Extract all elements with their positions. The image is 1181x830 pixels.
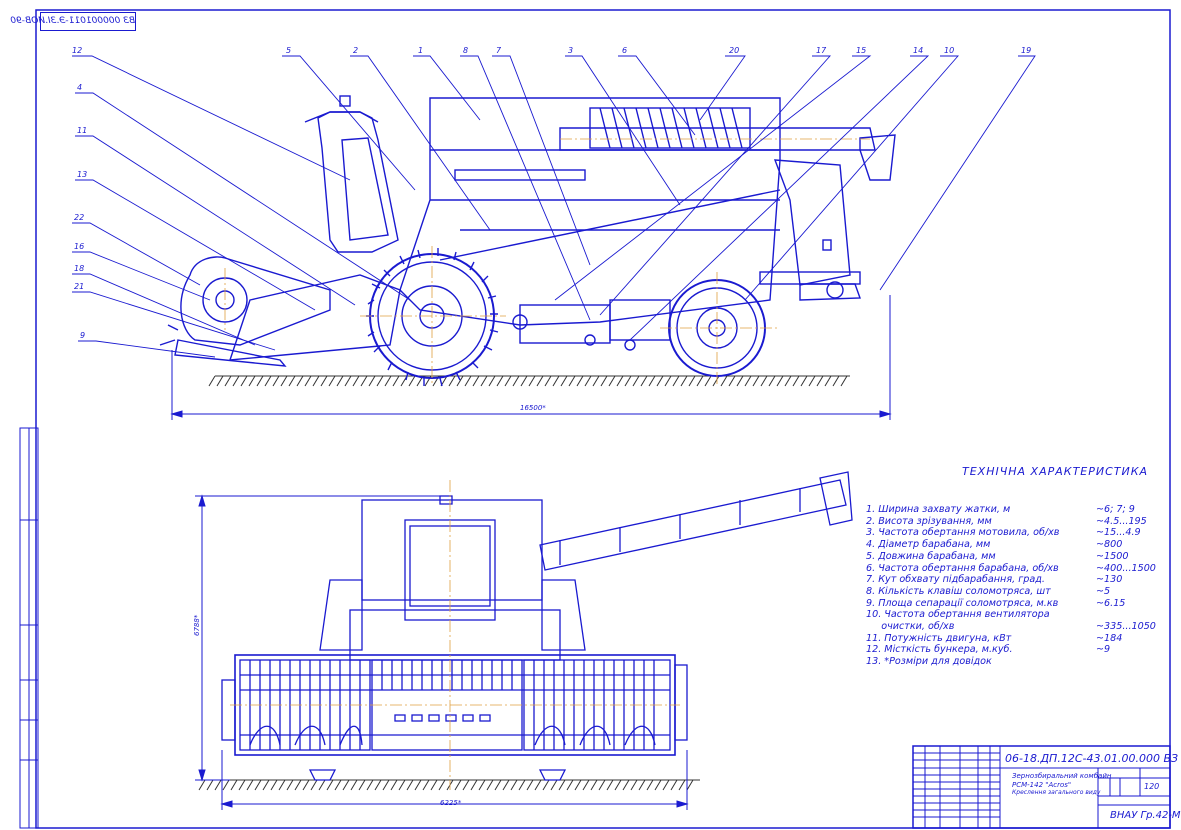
spec-value: ~4.5...195 — [1096, 515, 1147, 527]
spec-value — [1096, 609, 1166, 621]
spec-name: 8. Кількість клавіш соломотряса, шт — [866, 585, 1051, 597]
sheet-frame — [19, 9, 1171, 829]
overall-length-dimension: 16500* — [520, 404, 546, 412]
spec-value: ~1500 — [1096, 550, 1129, 562]
side-ground-hatch — [208, 375, 850, 387]
spec-name: 6. Частота обертання барабана, об/хв — [866, 562, 1059, 574]
callout-11: 11 — [77, 126, 88, 135]
spec-name: 4. Діаметр барабана, мм — [866, 539, 991, 551]
header-reel — [180, 256, 331, 346]
callout-10: 10 — [944, 46, 955, 55]
callout-2: 2 — [353, 46, 359, 55]
spec-value: ~6; 7; 9 — [1096, 504, 1135, 515]
callout-16: 16 — [74, 242, 85, 251]
drawing-stamp-code: ВЗ 000001011-Э.ЗІ.ИОВ-90 — [10, 12, 136, 31]
dimension-height — [195, 494, 440, 782]
spec-item: 2. Висота зрізування, мм ~4.5...195 — [866, 516, 1166, 528]
callout-7: 7 — [496, 46, 502, 55]
front-view — [198, 471, 853, 791]
feeder-house — [228, 274, 401, 361]
spec-item: очистки, об/хв ~335...1050 — [866, 621, 1166, 633]
title-block-sheets: 120 — [1144, 782, 1160, 791]
spec-item: 3. Частота обертання мотовила, об/хв ~15.… — [866, 527, 1166, 539]
spec-name: 7. Кут обхвату підбарабання, град. — [866, 574, 1045, 586]
spec-item: 4. Діаметр барабана, мм ~800 — [866, 539, 1166, 551]
title-block-code: 06-18.ДП.12С-43.01.00.000 ВЗ — [1005, 752, 1179, 765]
title-block-name-line1: Зернозбиральний комбайн — [1012, 772, 1112, 780]
spec-name: 10. Частота обертання вентилятора — [866, 609, 1050, 621]
callout-5: 5 — [286, 46, 292, 55]
spec-item: 5. Довжина барабана, мм ~1500 — [866, 551, 1166, 563]
callout-leaders — [72, 55, 1036, 358]
callout-3: 3 — [568, 46, 574, 55]
spec-item: 8. Кількість клавіш соломотряса, шт ~5 — [866, 586, 1166, 598]
spec-list: 1. Ширина захвату жатки, м ~6; 7; 9 2. Ви… — [866, 504, 1166, 668]
spec-item: 11. Потужність двигуна, кВт ~184 — [866, 633, 1166, 645]
callout-17: 17 — [816, 46, 827, 55]
overall-height-dimension: 6788* — [193, 614, 201, 636]
spec-name: 2. Висота зрізування, мм — [866, 515, 992, 527]
callout-14: 14 — [913, 46, 924, 55]
callout-6: 6 — [622, 46, 628, 55]
spec-name: очистки, об/хв — [866, 621, 955, 633]
callout-22: 22 — [74, 213, 85, 222]
callout-21: 21 — [74, 282, 85, 291]
callout-1: 1 — [418, 46, 424, 55]
cab — [317, 111, 399, 253]
unloading-auger — [559, 127, 876, 151]
front-cab — [361, 499, 543, 601]
title-block-name-line3: Креслення загального виду — [1012, 789, 1101, 796]
main-body — [399, 97, 781, 326]
title-block-org: ВНАУ Гр.42-М — [1110, 810, 1181, 821]
spec-value: ~15...4.9 — [1096, 527, 1141, 539]
spec-name: 13. *Розміри для довідок — [866, 656, 992, 668]
overall-width-dimension: 6225* — [440, 799, 462, 807]
callout-4: 4 — [77, 83, 83, 92]
spec-name: 1. Ширина захвату жатки, м — [866, 504, 1011, 515]
callout-20: 20 — [729, 46, 740, 55]
spec-name: 11. Потужність двигуна, кВт — [866, 632, 1012, 644]
spec-item: 9. Площа сепарації соломотряса, м.кв ~6.1… — [866, 598, 1166, 610]
title-block-grid — [912, 745, 1171, 829]
spec-name: 3. Частота обертання мотовила, об/хв — [866, 527, 1060, 539]
callout-9: 9 — [80, 331, 86, 340]
spec-item: 13. *Розміри для довідок — [866, 656, 1166, 668]
spec-value: ~5 — [1096, 585, 1111, 597]
callout-19: 19 — [1021, 46, 1032, 55]
spec-item: 6. Частота обертання барабана, об/хв ~400… — [866, 563, 1166, 575]
spec-value — [1096, 656, 1166, 668]
spec-name: 12. Місткість бункера, м.куб. — [866, 644, 1013, 656]
spec-value: ~800 — [1096, 539, 1123, 551]
spec-item: 1. Ширина захвату жатки, м ~6; 7; 9 — [866, 504, 1166, 516]
dimension-length — [170, 295, 892, 420]
spec-value: ~400...1500 — [1096, 562, 1156, 574]
callout-12: 12 — [72, 46, 83, 55]
spec-value: ~184 — [1096, 632, 1123, 644]
callout-18: 18 — [74, 264, 85, 273]
spec-name: 9. Площа сепарації соломотряса, м.кв — [866, 597, 1059, 609]
callout-13: 13 — [77, 170, 88, 179]
spec-title: ТЕХНІЧНА ХАРАКТЕРИСТИКА — [962, 465, 1149, 478]
side-view — [159, 95, 896, 387]
spec-item: 12. Місткість бункера, м.куб. ~9 — [866, 644, 1166, 656]
spec-item: 7. Кут обхвату підбарабання, град. ~130 — [866, 574, 1166, 586]
spec-value: ~130 — [1096, 574, 1123, 586]
spec-value: ~6.15 — [1096, 597, 1126, 609]
spec-value: ~9 — [1096, 644, 1111, 656]
spec-value: ~335...1050 — [1096, 621, 1156, 633]
callout-15: 15 — [856, 46, 867, 55]
spec-name: 5. Довжина барабана, мм — [866, 550, 996, 562]
title-block-name-line2: РСМ-142 "Acros" — [1012, 781, 1072, 789]
spec-item: 10. Частота обертання вентилятора — [866, 609, 1166, 621]
callout-8: 8 — [463, 46, 469, 55]
